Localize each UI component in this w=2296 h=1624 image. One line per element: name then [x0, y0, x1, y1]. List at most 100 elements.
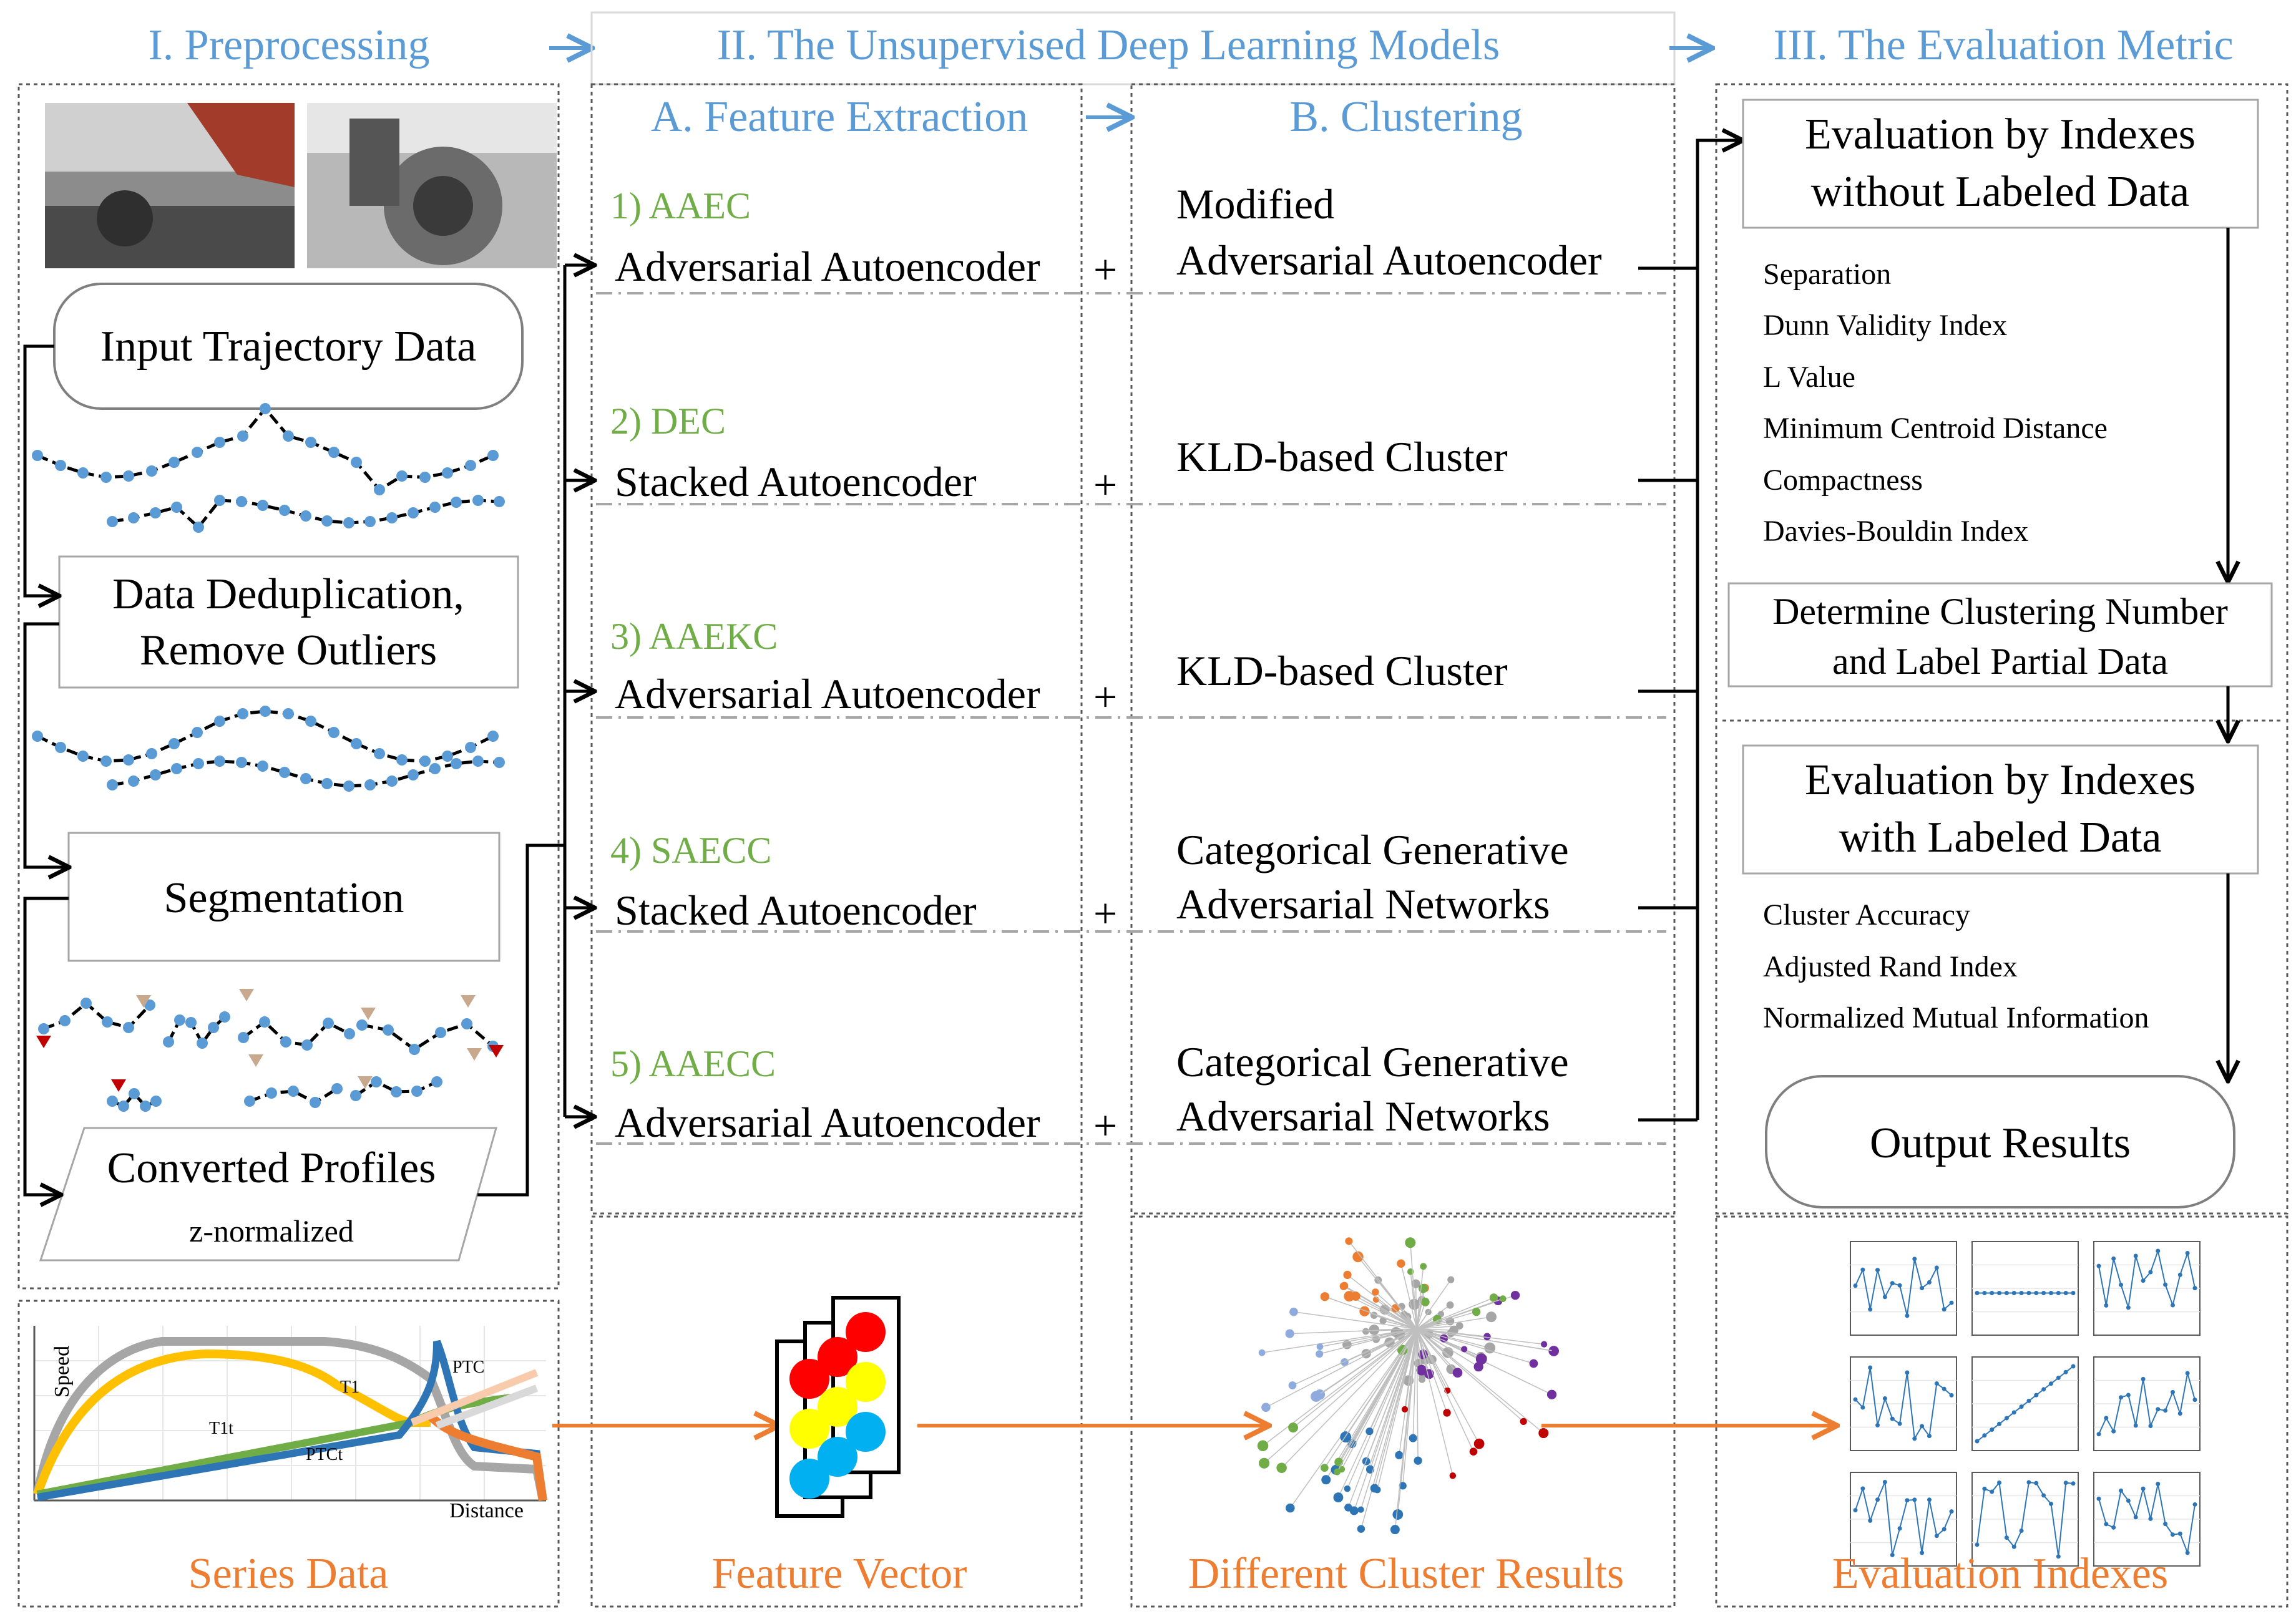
trajectory-point — [193, 758, 204, 769]
graph-node — [1334, 1468, 1341, 1476]
graph-node — [1339, 1282, 1348, 1291]
trajectory-point — [305, 437, 316, 448]
flow-wire — [23, 344, 57, 596]
eval-labeled-box — [1742, 744, 2259, 875]
segment-marker — [36, 1036, 51, 1048]
mini-plot-line — [1855, 1367, 1952, 1441]
graph-node — [1320, 1292, 1330, 1301]
graph-edge — [1349, 1295, 1417, 1330]
plus-sign: + — [1093, 246, 1117, 293]
graph-edge — [1266, 1328, 1417, 1408]
graph-node — [1551, 1347, 1559, 1355]
graph-node — [1288, 1422, 1299, 1433]
trajectory-point — [328, 727, 340, 738]
graph-node — [1365, 1427, 1374, 1436]
cluster-label-line1: Categorical Generative — [1176, 826, 1569, 873]
graph-edge — [1416, 1328, 1544, 1434]
trajectory-point — [300, 773, 311, 784]
graph-node — [1345, 1237, 1353, 1245]
graph-edge — [1347, 1328, 1417, 1489]
model-row-4: 4) SAECC Stacked Autoencoder + Categoric… — [596, 826, 1666, 937]
segment-marker — [136, 995, 151, 1008]
graph-node — [1499, 1295, 1507, 1303]
graph-node — [1321, 1475, 1331, 1485]
graph-edge — [1369, 1328, 1417, 1432]
trajectory-point — [283, 430, 294, 442]
model-row-2: 2) DEC Stacked Autoencoder + KLD-based C… — [596, 401, 1666, 508]
mini-plot-point — [1975, 1542, 1980, 1547]
graph-edge — [1324, 1296, 1417, 1330]
graph-edge — [1375, 1291, 1417, 1330]
trajectory-point — [408, 769, 419, 780]
trajectory-point — [192, 447, 203, 458]
trajectory-point — [331, 1083, 343, 1094]
trajectory-point — [107, 1096, 118, 1107]
graph-node — [1409, 1434, 1417, 1442]
graph-edge — [1374, 1328, 1417, 1489]
evaluation-indexes-label: Evaluation Indexes — [1832, 1550, 2168, 1598]
section-title-models: II. The Unsupervised Deep Learning Model… — [717, 21, 1500, 69]
deduplication-label-line1: Data Deduplication, — [112, 570, 464, 618]
graph-node — [1510, 1290, 1520, 1300]
trajectory-point — [288, 1086, 299, 1097]
graph-edge — [1402, 1328, 1417, 1486]
graph-node — [1316, 1343, 1324, 1350]
trajectory-point — [150, 769, 161, 780]
model-row-1: 1) AAEC Adversarial Autoencoder + Modifi… — [596, 180, 1666, 294]
mini-plot-line — [2098, 1484, 2196, 1555]
graph-node — [1520, 1417, 1527, 1425]
graph-node — [1374, 1486, 1381, 1494]
graph-node — [1455, 1322, 1463, 1330]
deduplication-label-line2: Remove Outliers — [140, 626, 437, 674]
cluster-label-line1: Modified — [1176, 180, 1334, 228]
graph-edge — [1416, 1316, 1492, 1330]
index-item: Normalized Mutual Information — [1763, 1001, 2149, 1034]
segment-marker — [361, 1008, 376, 1020]
segment-marker — [239, 989, 254, 1001]
graph-edge — [1289, 1328, 1417, 1335]
graph-edge — [1289, 1328, 1417, 1509]
trajectory-point — [214, 716, 225, 727]
graph-edge — [1264, 1328, 1417, 1464]
graph-node — [1321, 1464, 1329, 1472]
trajectory-point — [451, 497, 462, 508]
graph-edge — [1338, 1328, 1417, 1462]
feature-vector-panel — [590, 1215, 1083, 1608]
graph-node — [1259, 1457, 1270, 1469]
graph-node — [1340, 1431, 1352, 1442]
graph-node — [1344, 1504, 1352, 1512]
graph-node — [1395, 1451, 1404, 1459]
graph-node — [1352, 1251, 1364, 1263]
trajectory-sketch-clean — [32, 706, 505, 792]
segment-marker — [489, 1045, 504, 1058]
trajectory-point — [350, 1090, 361, 1101]
trajectory-point — [208, 1022, 219, 1033]
graph-node — [1311, 1391, 1322, 1402]
trajectory-point — [236, 496, 247, 507]
graph-node — [1369, 1325, 1380, 1335]
trajectory-point — [55, 742, 66, 753]
graph-edge — [1292, 1328, 1417, 1386]
converted-profiles-box — [39, 1127, 497, 1262]
trajectory-point — [409, 1044, 420, 1055]
graph-edge — [1324, 1328, 1417, 1469]
graph-node — [1475, 1353, 1487, 1365]
graph-edge — [1416, 1279, 1452, 1330]
plus-sign: + — [1093, 1102, 1117, 1149]
trajectory-point — [150, 507, 161, 518]
plus-sign: + — [1093, 673, 1117, 721]
eval-labeled-line2: with Labeled Data — [1839, 814, 2161, 862]
trajectory-point — [301, 1039, 313, 1051]
trajectory-point — [257, 500, 268, 511]
graph-node — [1357, 1506, 1364, 1513]
cluster-results-label: Different Cluster Results — [1188, 1550, 1624, 1598]
traffic-light-icon — [775, 1296, 901, 1518]
index-item: Cluster Accuracy — [1763, 898, 1970, 931]
trajectory-point — [236, 757, 247, 768]
index-item: Compactness — [1763, 464, 1923, 497]
trajectory-point — [472, 495, 484, 506]
trajectory-point — [77, 751, 89, 762]
determine-line2: and Label Partial Data — [1832, 641, 2168, 682]
flow-wire — [23, 622, 67, 867]
